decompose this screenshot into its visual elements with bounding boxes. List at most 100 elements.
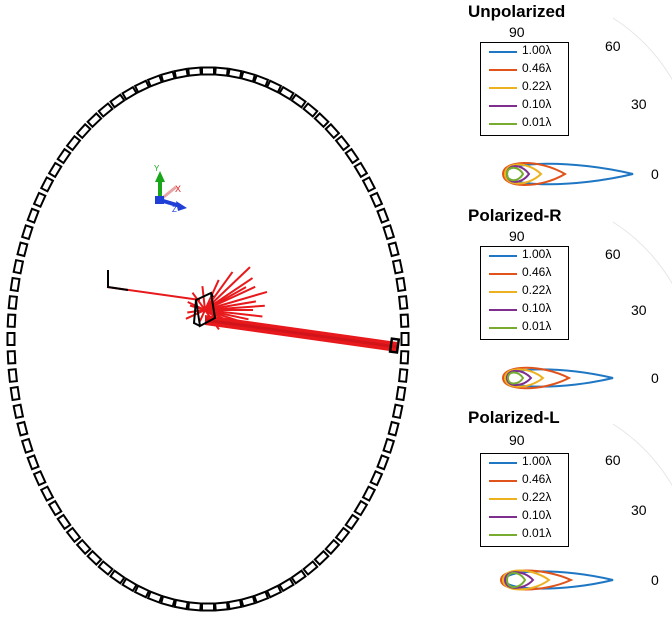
scattering-scene: Y X Z	[6, 66, 410, 612]
detector-segment	[399, 313, 410, 328]
legend-label: 1.00λ	[522, 247, 552, 261]
polar-grid-arc	[612, 17, 672, 81]
detector-segment	[313, 112, 330, 129]
detector-segment	[324, 122, 341, 140]
polar-lobe	[506, 371, 525, 385]
legend-label: 0.22λ	[522, 283, 552, 297]
detector-segment	[173, 67, 189, 80]
detector-ring	[6, 66, 410, 612]
legend-item: 0.22λ	[485, 283, 565, 300]
detector-segment	[7, 368, 18, 383]
detector-segment	[75, 122, 92, 140]
detector-segment	[387, 241, 400, 258]
detector-segment	[6, 350, 17, 365]
angle-label-0: 0	[651, 370, 659, 386]
detector-segment	[361, 485, 377, 502]
detector-segment	[75, 538, 92, 556]
panel-title: Polarized-L	[468, 408, 560, 427]
detector-segment	[173, 598, 189, 611]
detector-segment	[265, 79, 283, 94]
scattered-ray	[198, 309, 206, 322]
detector-segment	[187, 601, 202, 612]
angle-label-30: 30	[631, 502, 647, 518]
legend-item: 0.46λ	[485, 61, 565, 78]
detector-segment	[290, 569, 307, 585]
detector-segment	[313, 549, 330, 566]
legend-label: 0.01λ	[522, 526, 552, 540]
polar-panel-polarized-l: Polarized-L 90 60 30 0 1.00λ 0.46λ 0.22λ…	[455, 408, 672, 608]
detector-segment	[240, 595, 257, 608]
legend-label: 0.01λ	[522, 319, 552, 333]
axis-label-z: Z	[172, 205, 177, 214]
detector-segment	[278, 85, 295, 101]
scattering-cube	[192, 291, 217, 328]
detector-segment	[227, 598, 243, 611]
detector-segment	[109, 569, 126, 585]
detector-segment	[344, 147, 360, 165]
detector-segment	[376, 207, 390, 224]
detector-segment	[214, 601, 229, 612]
angle-label-60: 60	[605, 452, 621, 468]
detector-segment	[65, 526, 82, 544]
detector-segment	[16, 241, 29, 258]
detector-segment	[201, 66, 215, 76]
detector-segment	[324, 538, 341, 556]
detector-segment	[12, 258, 25, 275]
detector-segment	[391, 403, 404, 420]
orientation-axes: Y X Z	[154, 164, 187, 214]
scattered-ray	[187, 309, 206, 314]
detector-segment	[344, 513, 360, 531]
detector-segment	[20, 437, 34, 454]
detector-segment	[387, 420, 400, 437]
detector-segment	[353, 499, 369, 517]
detector-segment	[146, 590, 164, 604]
legend-label: 0.22λ	[522, 490, 552, 504]
legend-item: 1.00λ	[485, 454, 565, 471]
detector-segment	[12, 403, 25, 420]
detector-segment	[201, 602, 215, 612]
detector-segment	[240, 70, 257, 83]
detector-segment	[86, 112, 103, 129]
detector-segment	[302, 102, 319, 118]
legend-item: 0.46λ	[485, 265, 565, 282]
detector-segment	[97, 560, 114, 576]
detector-segment	[159, 595, 176, 608]
polar-grid-arc	[612, 221, 672, 285]
detector-segment	[56, 147, 72, 165]
detector-segment	[86, 549, 103, 566]
detector-segment	[382, 224, 396, 241]
detector-segment	[334, 134, 351, 152]
legend-item: 0.46λ	[485, 472, 565, 489]
detector-segment	[214, 66, 229, 77]
legend-label: 0.22λ	[522, 79, 552, 93]
legend-item: 0.22λ	[485, 490, 565, 507]
detector-segment	[26, 207, 40, 224]
detector-segment	[20, 224, 34, 241]
detector-segment	[133, 79, 151, 94]
detector-segment	[9, 276, 21, 293]
detector-segment	[97, 102, 114, 118]
polar-plot	[501, 17, 672, 186]
detector-element	[388, 337, 401, 354]
detector-segment	[47, 499, 63, 517]
detector-segment	[6, 332, 16, 346]
detector-segment	[398, 368, 409, 383]
detector-segment	[26, 454, 40, 471]
detector-segment	[56, 513, 72, 531]
detector-segment	[16, 420, 29, 437]
detector-segment	[47, 161, 63, 179]
source-axes	[107, 270, 129, 291]
legend-label: 0.01λ	[522, 115, 552, 129]
detector-segment	[227, 67, 243, 80]
detector-segment	[109, 93, 126, 109]
angle-label-60: 60	[605, 246, 621, 262]
detector-segment	[146, 74, 164, 88]
polar-lobe	[503, 162, 634, 186]
detector-segment	[121, 577, 138, 593]
legend-label: 1.00λ	[522, 43, 552, 57]
scattered-ray	[204, 271, 234, 311]
legend-label: 0.46λ	[522, 472, 552, 486]
legend-item: 0.10λ	[485, 508, 565, 525]
detector-segment	[9, 385, 21, 402]
detector-segment	[39, 485, 55, 502]
